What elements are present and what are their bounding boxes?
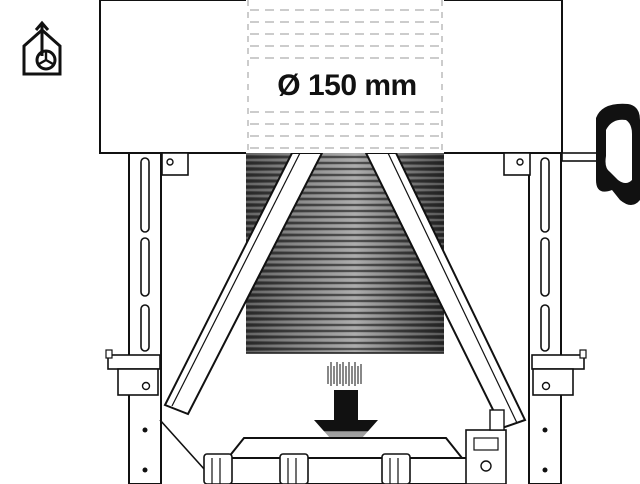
fan-unit: [203, 409, 507, 484]
airflow-lines: [327, 362, 362, 386]
flexible-duct: [246, 153, 444, 354]
handle: [561, 103, 640, 205]
down-arrow-icon: [314, 390, 378, 456]
exhaust-fan-house-icon: [22, 20, 62, 76]
left-rail: [105, 152, 189, 484]
diameter-label: Ø 150 mm: [262, 66, 432, 106]
right-rail: [503, 152, 587, 484]
